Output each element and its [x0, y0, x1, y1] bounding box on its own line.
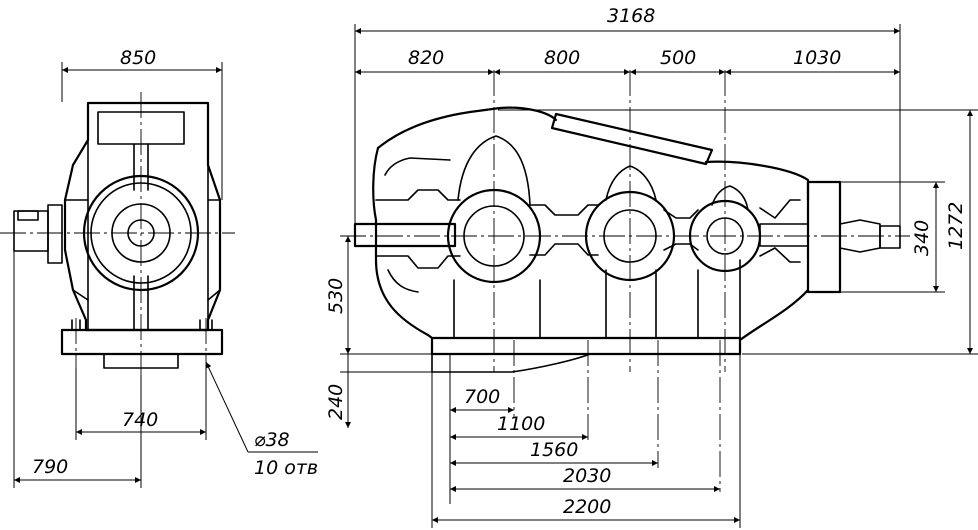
- dim-front-width: 850: [120, 47, 156, 69]
- dim-segment-820: 820: [408, 47, 444, 69]
- dim-overall-height: 1272: [945, 202, 967, 250]
- label-hole-diameter: ⌀38: [254, 429, 290, 451]
- dim-base-2200: 2200: [563, 496, 611, 518]
- dim-flange-diameter: 340: [911, 220, 933, 256]
- dim-segment-800: 800: [544, 47, 580, 69]
- dim-segment-500: 500: [660, 47, 696, 69]
- dim-base-1560: 1560: [530, 439, 578, 461]
- side-view: [353, 106, 901, 373]
- dim-front-bolt-spacing: 740: [122, 409, 158, 431]
- side-centerlines: [340, 70, 910, 492]
- dim-foot-height: 240: [325, 384, 347, 420]
- dim-base-700: 700: [464, 386, 500, 408]
- dim-base-2030: 2030: [563, 465, 611, 487]
- dim-segment-1030: 1030: [793, 47, 841, 69]
- dim-shaft-height: 530: [325, 278, 347, 314]
- side-dimensions: 3168 820 800 500 1030 1272 340 530 240: [325, 5, 978, 528]
- front-dimensions: 850 740 790 ⌀38 10 отв: [13, 47, 318, 488]
- dim-overall-length: 3168: [607, 5, 655, 27]
- label-hole-count: 10 отв: [254, 457, 318, 479]
- front-view: [0, 92, 235, 375]
- dim-base-1100: 1100: [497, 413, 545, 435]
- dim-front-shaft-offset: 790: [32, 456, 68, 478]
